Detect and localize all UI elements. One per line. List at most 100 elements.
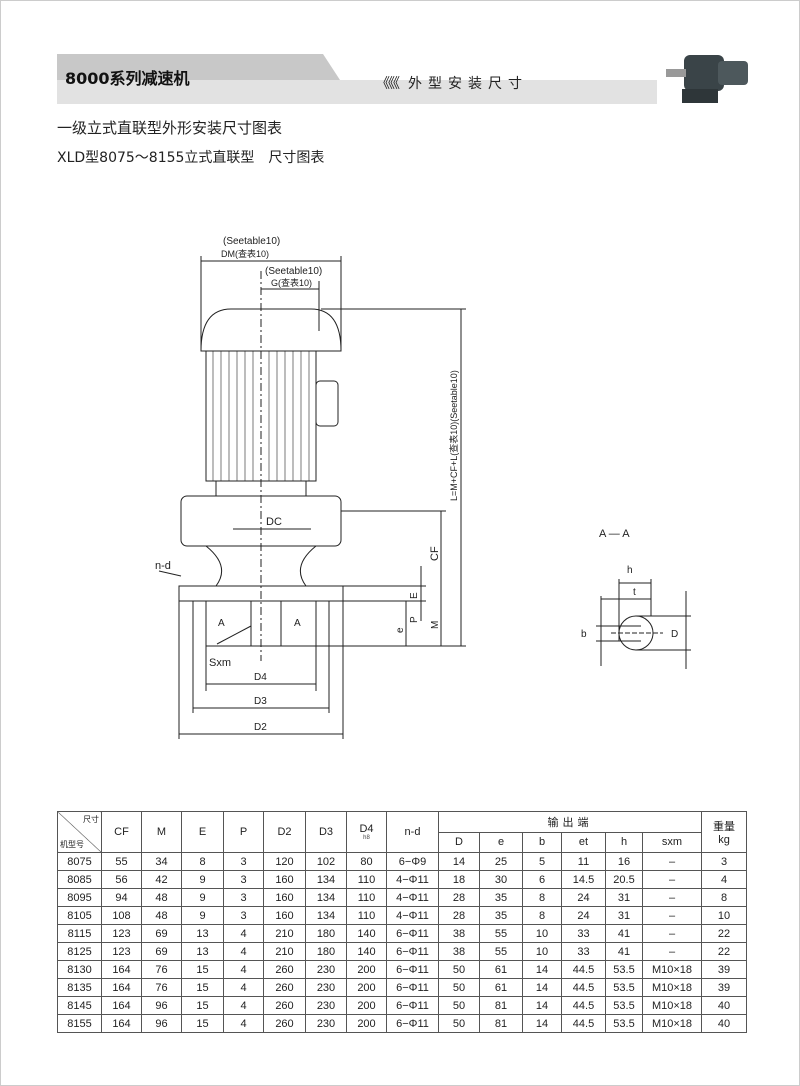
table-cell: 4	[701, 870, 747, 889]
table-cell: 4−Φ11	[386, 888, 439, 907]
table-cell: 6−Φ11	[386, 978, 439, 997]
table-cell: 164	[101, 960, 142, 979]
corner-bottom: 机型号	[60, 840, 84, 849]
table-cell: 40	[701, 996, 747, 1015]
col-e-upper: E	[181, 811, 224, 853]
nd-label: n-d	[155, 560, 171, 572]
table-cell: 4	[223, 1014, 264, 1033]
col-d4-tolerance: h8	[363, 835, 370, 841]
table-cell: 160	[263, 870, 306, 889]
table-cell: 38	[438, 924, 480, 943]
table-cell: 14	[522, 1014, 562, 1033]
e-upper-label: E	[409, 592, 420, 599]
table-cell: 4	[223, 960, 264, 979]
section-title: 《《《外型安装尺寸	[376, 73, 528, 93]
table-cell: 22	[701, 942, 747, 961]
table-cell: 102	[305, 852, 347, 871]
table-cell: 33	[561, 942, 606, 961]
model-cell: 8130	[57, 960, 102, 979]
t-label: t	[633, 587, 636, 598]
product-photo	[666, 49, 751, 107]
table-cell: 61	[479, 960, 523, 979]
table-cell: 48	[141, 888, 182, 907]
table-cell: 41	[605, 942, 643, 961]
table-cell: 5	[522, 852, 562, 871]
table-cell: 9	[181, 906, 224, 925]
table-cell: 25	[479, 852, 523, 871]
table-cell: 120	[263, 852, 306, 871]
table-cell: 10	[522, 942, 562, 961]
table-cell: 40	[701, 1014, 747, 1033]
table-cell: –	[642, 870, 702, 889]
col-p: P	[223, 811, 264, 853]
table-cell: 4	[223, 942, 264, 961]
table-cell: 200	[346, 1014, 387, 1033]
table-cell: 42	[141, 870, 182, 889]
table-cell: 140	[346, 924, 387, 943]
table-cell: 50	[438, 960, 480, 979]
table-cell: 164	[101, 996, 142, 1015]
table-cell: –	[642, 942, 702, 961]
table-cell: 160	[263, 888, 306, 907]
table-cell: 9	[181, 870, 224, 889]
table-cell: 6−Φ11	[386, 996, 439, 1015]
table-cell: 15	[181, 996, 224, 1015]
col-output-b: b	[522, 831, 562, 853]
cf-label: CF	[429, 546, 441, 561]
table-cell: 76	[141, 960, 182, 979]
d2-label: D2	[254, 722, 267, 733]
col-cf: CF	[101, 811, 142, 853]
table-cell: 53.5	[605, 978, 643, 997]
table-cell: 56	[101, 870, 142, 889]
table-cell: –	[642, 852, 702, 871]
table-cell: 14	[522, 960, 562, 979]
model-cell: 8135	[57, 978, 102, 997]
banner-bottom-bar	[57, 80, 657, 104]
model-cell: 8085	[57, 870, 102, 889]
table-cell: M10×18	[642, 996, 702, 1015]
table-cell: 230	[305, 960, 347, 979]
table-cell: –	[642, 888, 702, 907]
col-d4-label: D4	[359, 823, 374, 835]
table-cell: 210	[263, 942, 306, 961]
table-cell: 4−Φ11	[386, 870, 439, 889]
sxm-label: Sxm	[209, 657, 231, 669]
table-cell: 110	[346, 870, 387, 889]
section-a-left: A	[218, 618, 225, 629]
table-cell: 10	[522, 924, 562, 943]
table-cell: 28	[438, 888, 480, 907]
table-cell: 44.5	[561, 960, 606, 979]
table-cell: 4−Φ11	[386, 906, 439, 925]
output-group-header: 输出端	[438, 811, 702, 833]
table-cell: 230	[305, 996, 347, 1015]
dm-label: DM(查表10)	[221, 248, 269, 259]
corner-top: 尺寸	[83, 815, 99, 824]
col-d2: D2	[263, 811, 306, 853]
table-cell: 10	[701, 906, 747, 925]
model-cell: 8155	[57, 1014, 102, 1033]
table-cell: 14.5	[561, 870, 606, 889]
series-title: 8000系列减速机	[65, 69, 190, 88]
table-cell: M10×18	[642, 1014, 702, 1033]
model-cell: 8075	[57, 852, 102, 871]
table-cell: 44.5	[561, 996, 606, 1015]
l-label: L=M+CF+L(查表10)(Seetable10)	[448, 370, 459, 501]
table-cell: 15	[181, 960, 224, 979]
table-cell: 28	[438, 906, 480, 925]
table-cell: 260	[263, 1014, 306, 1033]
table-cell: –	[642, 924, 702, 943]
table-cell: 4	[223, 978, 264, 997]
banner-top-bar	[57, 54, 340, 80]
table-cell: 61	[479, 978, 523, 997]
table-cell: 260	[263, 978, 306, 997]
table-cell: 230	[305, 978, 347, 997]
table-cell: 55	[479, 942, 523, 961]
col-output-d: D	[438, 831, 480, 853]
table-cell: 140	[346, 942, 387, 961]
table-cell: 3	[223, 888, 264, 907]
